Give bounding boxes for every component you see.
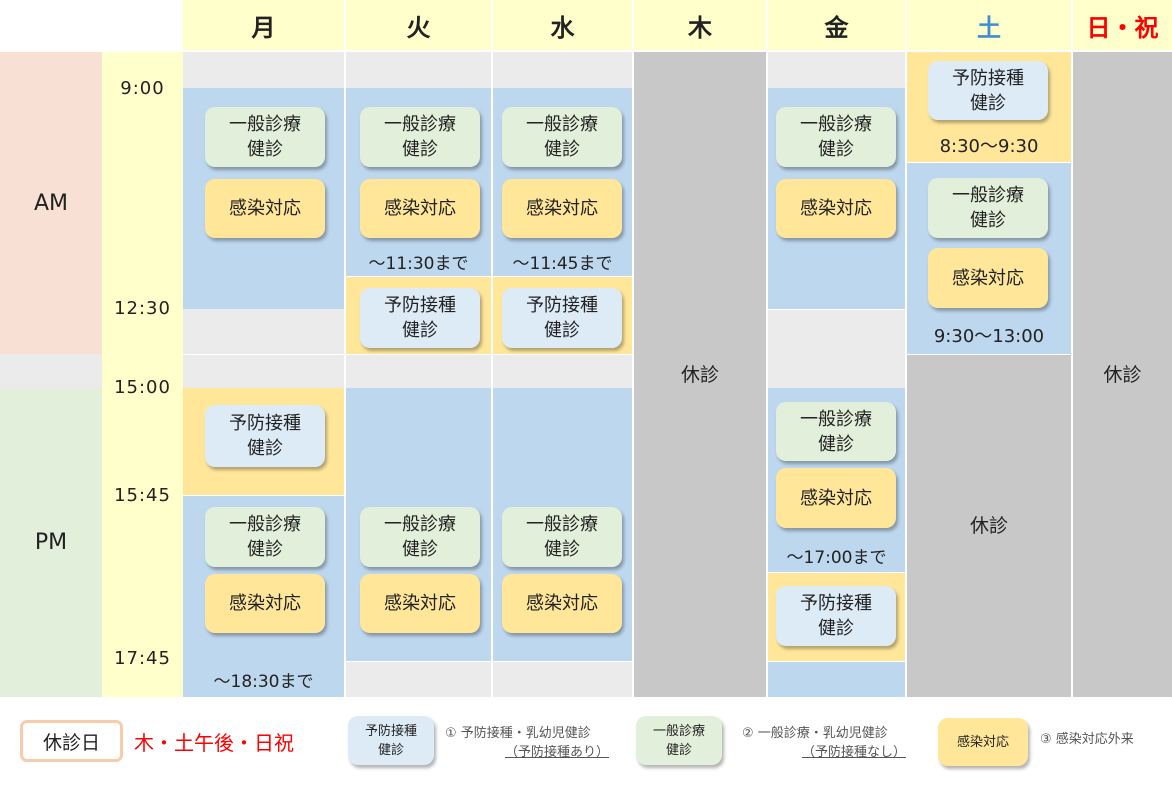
- cell-thu-closed: [634, 52, 766, 697]
- time-label: 9:00: [120, 78, 165, 99]
- cell-empty: [768, 52, 905, 88]
- cell-empty: [183, 52, 344, 88]
- cell-empty: [493, 662, 632, 697]
- closed-label: 休診: [1103, 364, 1142, 386]
- sat-am-time: 9:30～13:00: [933, 326, 1045, 347]
- cell-empty: [183, 309, 344, 354]
- legend-closed-days: 木・土午後・日祝: [134, 731, 294, 755]
- general-box: 一般診療 健診: [360, 107, 480, 167]
- time-label: 17:45: [114, 648, 171, 669]
- general-box: 一般診療 健診: [502, 107, 622, 167]
- infection-box: 感染対応: [205, 574, 325, 633]
- cell-empty: [493, 355, 632, 388]
- legend-vaccine-desc: ① 予防接種・乳幼児健診: [445, 726, 591, 741]
- time-label: 15:00: [114, 377, 171, 398]
- header-sunday-holiday: 日・祝: [1073, 0, 1172, 50]
- header-wednesday: 水: [493, 0, 632, 50]
- infection-box: 感染対応: [776, 179, 896, 238]
- legend-vaccine-box: 予防接種 健診: [348, 716, 434, 765]
- time-column: [102, 52, 183, 697]
- time-label: 15:45: [114, 485, 171, 506]
- wed-am-end-note: ～11:45まで: [512, 254, 613, 274]
- general-box: 一般診療 健診: [776, 402, 896, 461]
- general-box: 一般診療 健診: [360, 507, 480, 567]
- header-tuesday: 火: [346, 0, 491, 50]
- legend-general-note: （予防接種なし）: [802, 745, 907, 760]
- legend-infection-desc: ③ 感染対応外来: [1040, 732, 1134, 747]
- header-monday: 月: [183, 0, 344, 50]
- infection-box: 感染対応: [928, 248, 1048, 308]
- legend-infection-box: 感染対応: [938, 718, 1028, 766]
- mon-pm-end-note: ～18:30まで: [213, 672, 314, 692]
- pm-label: PM: [0, 388, 102, 697]
- sat-vaccine-time: 8:30～9:30: [939, 136, 1039, 157]
- am-label: AM: [0, 52, 102, 354]
- vaccine-box: 予防接種 健診: [360, 288, 480, 348]
- tue-am-end-note: ～11:30まで: [368, 254, 469, 274]
- infection-box: 感染対応: [776, 468, 896, 528]
- header-thursday: 木: [634, 0, 766, 50]
- infection-box: 感染対応: [502, 574, 622, 633]
- lunch-spacer: [0, 354, 102, 388]
- infection-box: 感染対応: [360, 574, 480, 633]
- time-label: 12:30: [114, 298, 171, 319]
- cell-empty: [346, 662, 491, 697]
- cell-empty: [768, 310, 905, 388]
- fri-pm-end-note: ～17:00まで: [786, 548, 887, 568]
- general-box: 一般診療 健診: [205, 107, 325, 167]
- closed-label: 休診: [969, 515, 1008, 537]
- cell-sat-pm-closed: [907, 355, 1071, 697]
- legend-general-box: 一般診療 健診: [636, 716, 722, 765]
- vaccine-box: 予防接種 健診: [776, 586, 896, 646]
- cell-sun-closed: [1073, 52, 1172, 697]
- header-friday: 金: [768, 0, 905, 50]
- vaccine-box: 予防接種 健診: [205, 405, 325, 467]
- general-box: 一般診療 健診: [205, 507, 325, 567]
- cell-empty: [346, 52, 491, 88]
- cell-empty: [183, 355, 344, 388]
- cell-fri-late: [768, 662, 905, 697]
- infection-box: 感染対応: [502, 179, 622, 238]
- header-saturday: 土: [907, 0, 1071, 50]
- infection-box: 感染対応: [360, 179, 480, 238]
- general-box: 一般診療 健診: [928, 178, 1048, 238]
- cell-empty: [346, 355, 491, 388]
- infection-box: 感染対応: [205, 179, 325, 238]
- vaccine-box: 予防接種 健診: [928, 61, 1048, 120]
- cell-empty: [493, 52, 632, 88]
- legend-closed-day-box: 休診日: [20, 720, 123, 762]
- legend-vaccine-note: （予防接種あり）: [505, 745, 610, 760]
- legend-general-desc: ② 一般診療・乳幼児健診: [742, 726, 888, 741]
- general-box: 一般診療 健診: [502, 507, 622, 567]
- closed-label: 休診: [680, 364, 719, 386]
- general-box: 一般診療 健診: [776, 107, 896, 167]
- vaccine-box: 予防接種 健診: [502, 288, 622, 348]
